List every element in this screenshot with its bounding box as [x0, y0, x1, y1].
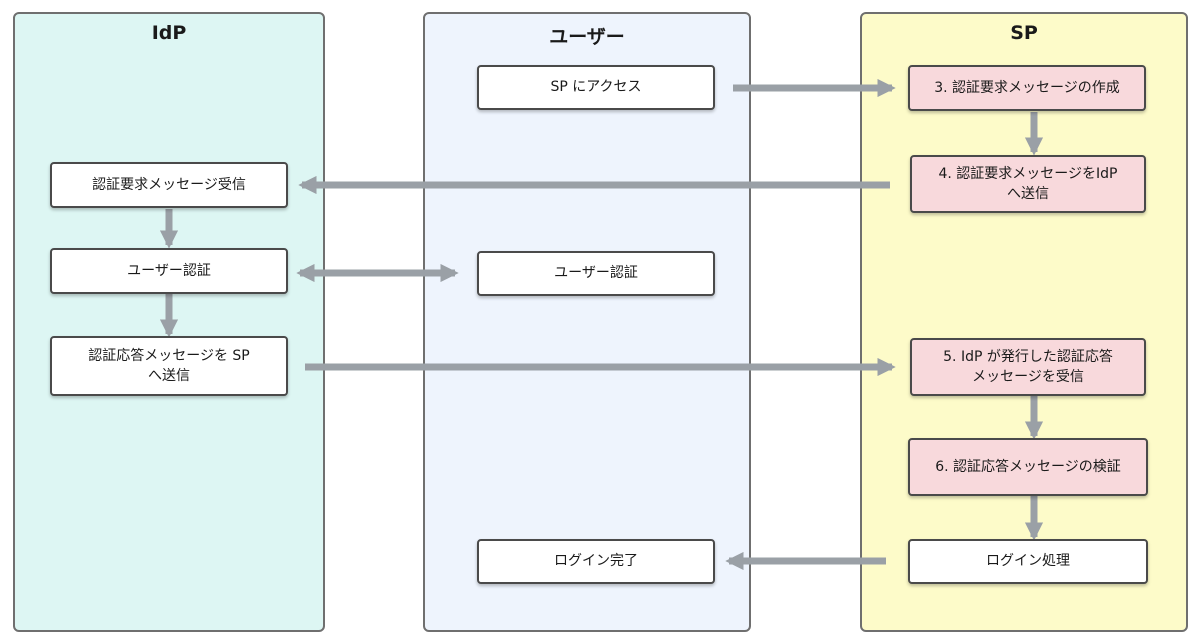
step-send-auth-request: 4. 認証要求メッセージをIdP へ送信: [910, 155, 1146, 213]
step-verify-auth-response: 6. 認証応答メッセージの検証: [908, 438, 1148, 496]
lane-title-idp: IdP: [151, 22, 187, 44]
step-create-auth-request: 3. 認証要求メッセージの作成: [908, 65, 1146, 111]
lane-title-user: ユーザー: [549, 26, 625, 48]
step-user-auth-user: ユーザー認証: [477, 251, 715, 296]
step-login-complete: ログイン完了: [477, 539, 715, 584]
step-receive-auth-response: 5. IdP が発行した認証応答 メッセージを受信: [910, 338, 1146, 396]
step-receive-auth-request: 認証要求メッセージ受信: [50, 162, 288, 208]
lane-user: ユーザー: [423, 12, 751, 632]
step-access-sp: SP にアクセス: [477, 65, 715, 110]
lane-sp: SP: [860, 12, 1188, 632]
step-user-auth-idp: ユーザー認証: [50, 248, 288, 294]
step-login-process: ログイン処理: [908, 539, 1148, 584]
lane-idp: IdP: [13, 12, 325, 632]
lane-title-sp: SP: [1010, 22, 1038, 44]
step-send-auth-response: 認証応答メッセージを SP へ送信: [50, 336, 288, 396]
